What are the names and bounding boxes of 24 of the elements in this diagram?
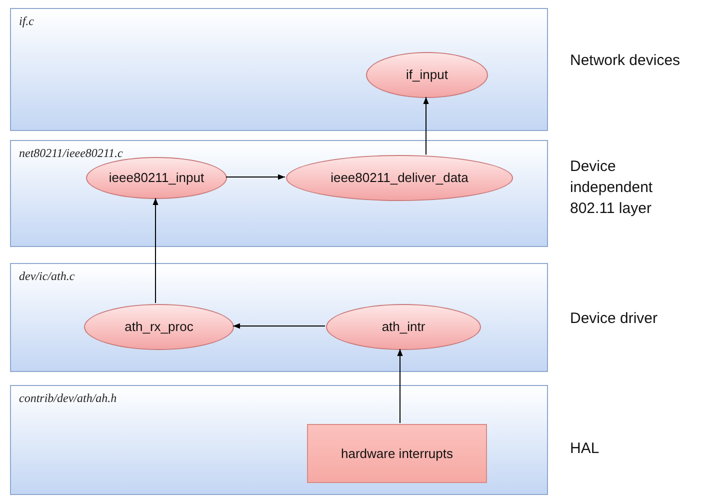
arrow [232,323,326,329]
layer-label: Network devices [570,51,682,71]
layer-label: Device independent 802.11 layer [570,157,654,219]
layer-band [10,140,548,247]
function-name: ath_intr [382,318,426,336]
file-path-label: if.c [19,13,34,30]
layer-band [10,385,548,495]
arrow [397,348,403,424]
layer-band [10,8,548,131]
layer-label: Device driver [570,309,659,329]
file-path-label: contrib/dev/ath/ah.h [19,390,117,407]
layer-band [10,263,548,372]
function-name: if_input [406,66,448,84]
layer-label: HAL [570,439,600,459]
function-name: ieee80211_deliver_data [330,169,468,188]
file-path-label: net80211/ieee80211.c [19,145,123,162]
function-name: ieee80211_input [108,169,204,188]
arrow [152,198,158,304]
event-name: hardware interrupts [341,444,453,463]
arrow [226,174,286,180]
file-path-label: dev/ic/ath.c [19,268,75,285]
arrow [423,96,429,156]
function-name: ath_rx_proc [124,318,194,336]
event-box [307,424,487,483]
